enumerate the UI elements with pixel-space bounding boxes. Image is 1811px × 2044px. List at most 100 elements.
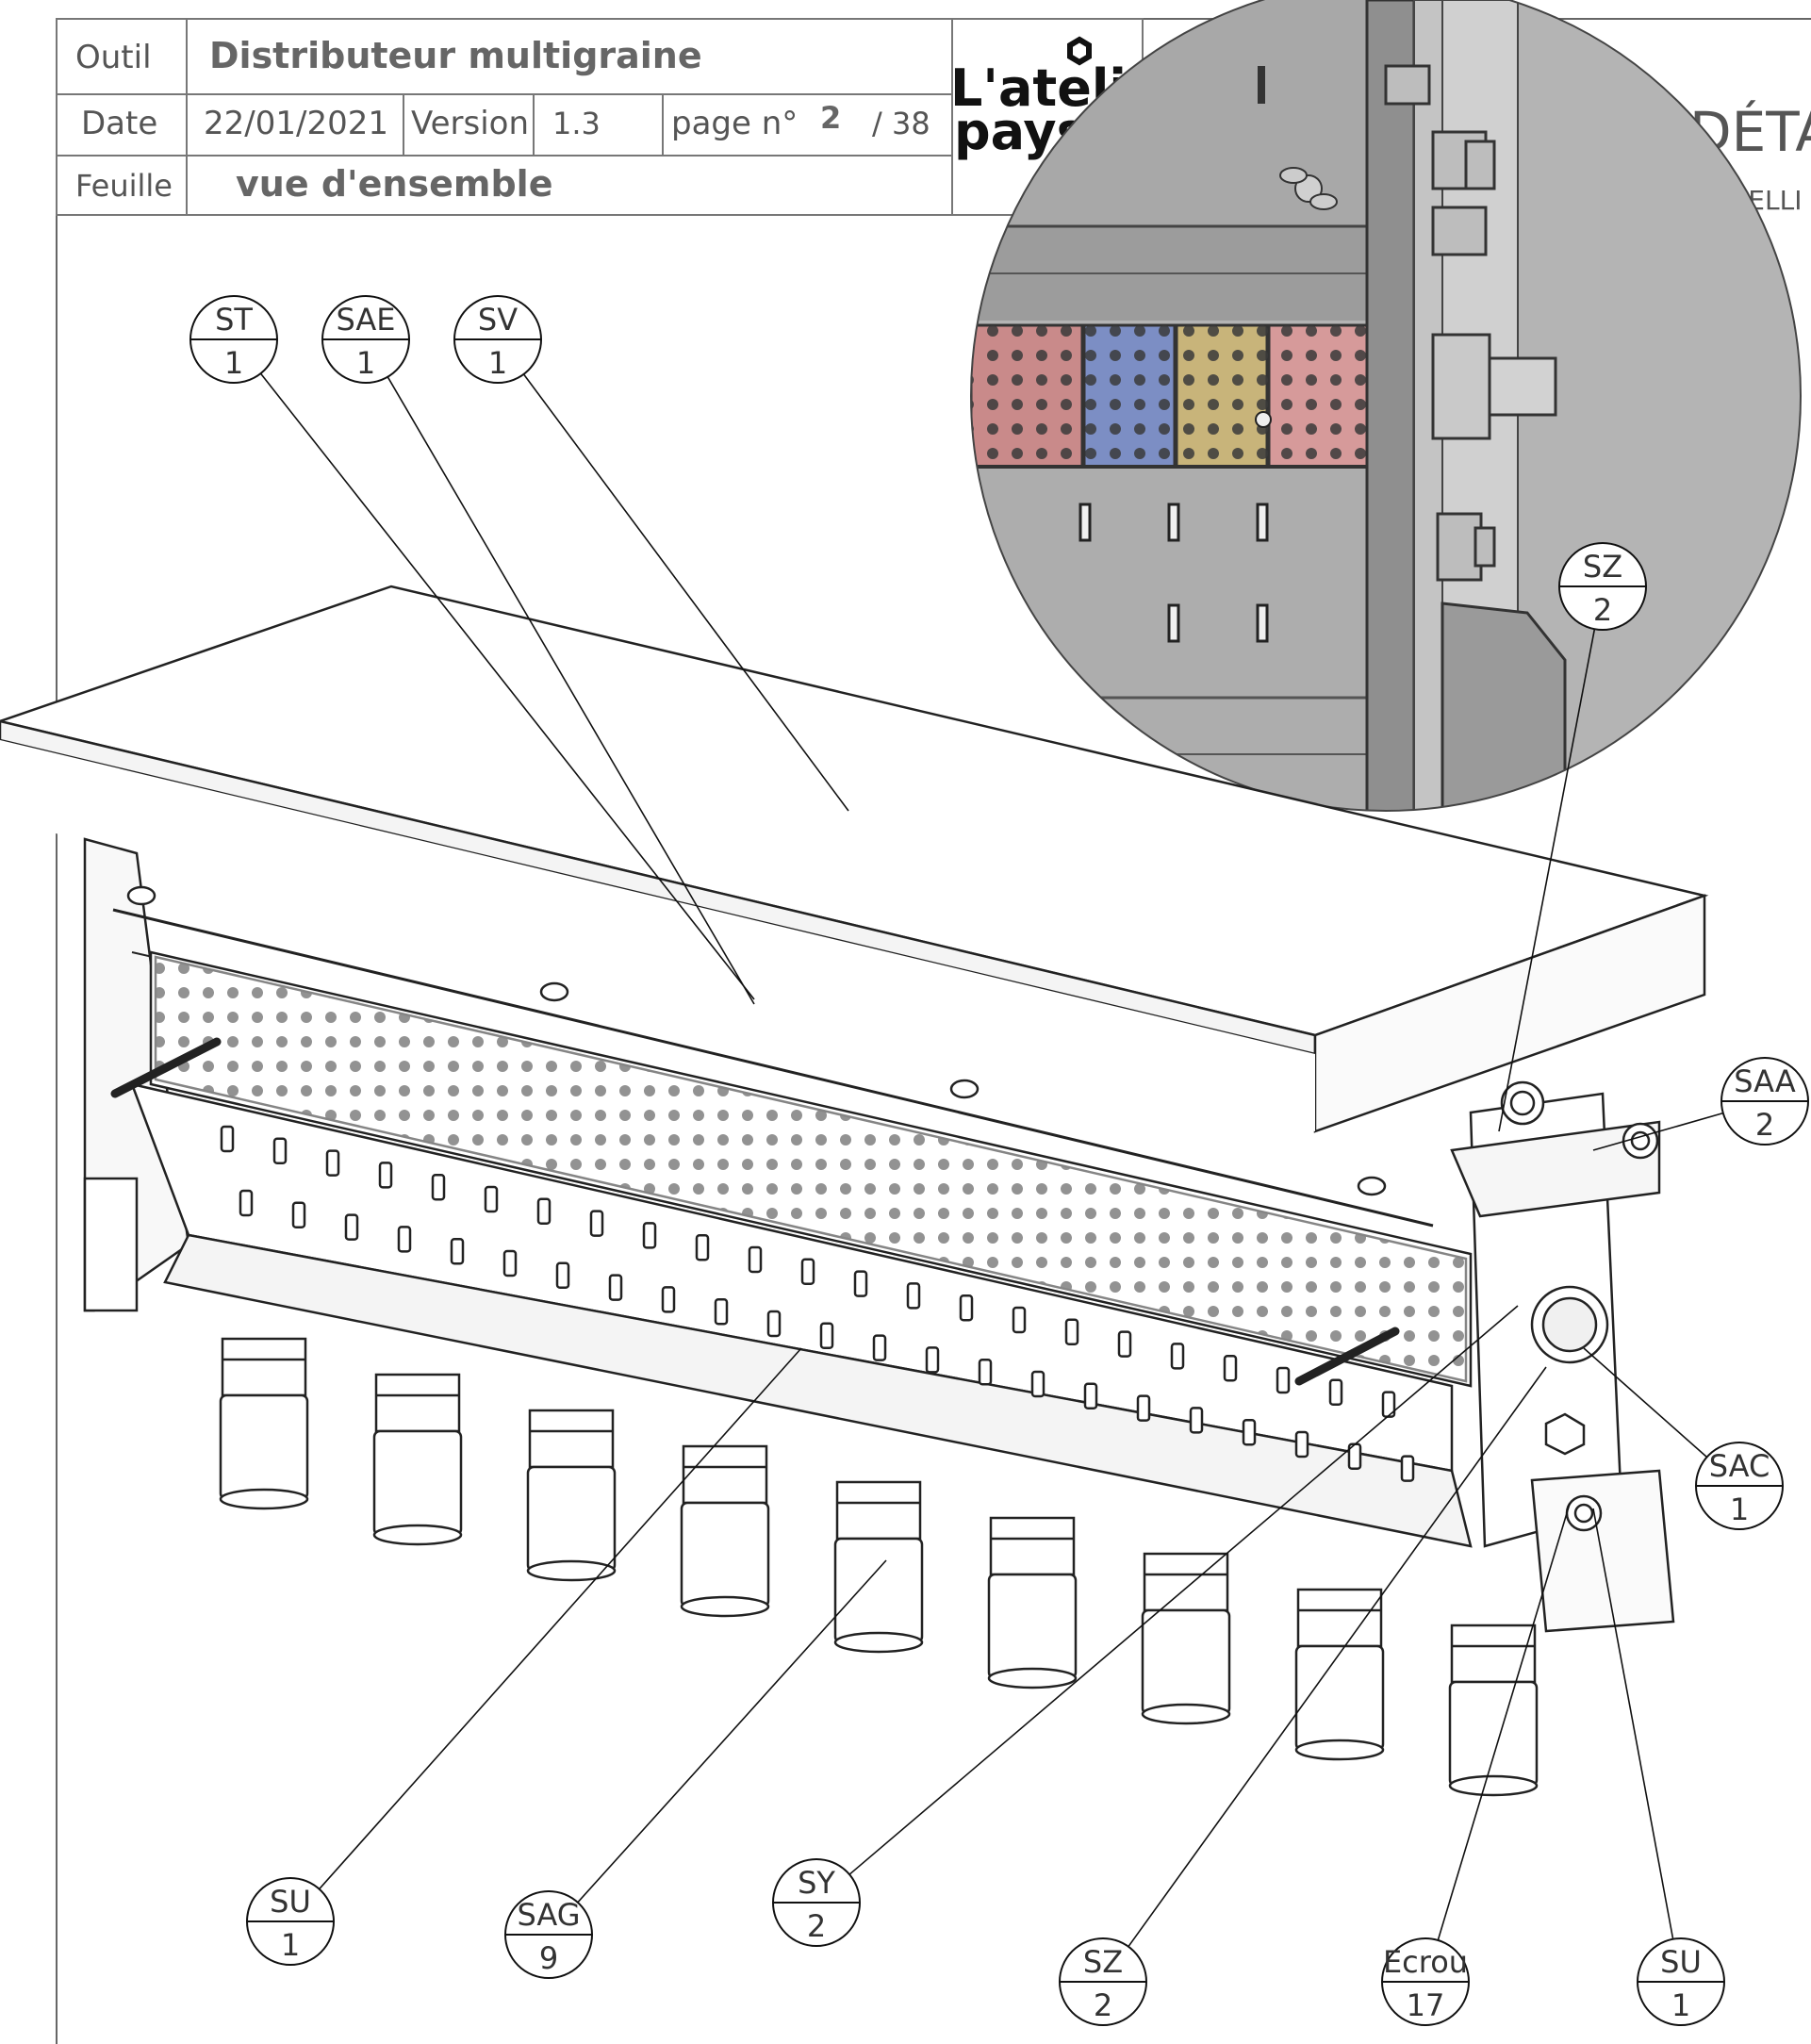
apron-slot xyxy=(1136,1394,1151,1422)
leader-line xyxy=(1592,1112,1723,1151)
apron-slot xyxy=(1030,1370,1045,1398)
balloon-quantity: 2 xyxy=(1094,1987,1112,2023)
apron-slot xyxy=(819,1322,834,1350)
balloon-reference: SAG xyxy=(517,1897,580,1933)
leader-line xyxy=(387,376,755,1005)
apron-slot xyxy=(925,1346,940,1374)
seed-tubes xyxy=(219,1337,1539,1797)
apron-slot xyxy=(502,1249,518,1278)
leader-line xyxy=(1128,1366,1547,1948)
distributor-assembly xyxy=(0,585,1709,1633)
page-label: page n° xyxy=(671,105,798,142)
apron-slot xyxy=(239,1189,254,1217)
apron-slot xyxy=(431,1173,446,1201)
date-label: Date xyxy=(81,105,157,142)
balloon-quantity: 9 xyxy=(539,1940,558,1976)
apron-slot xyxy=(800,1258,815,1286)
leader-line xyxy=(577,1559,887,1904)
apron-slot xyxy=(589,1210,604,1237)
balloon-reference: SZ xyxy=(1083,1944,1123,1980)
balloon-quantity: 1 xyxy=(1730,1492,1749,1527)
balloon-quantity: 2 xyxy=(1755,1107,1774,1143)
balloon-reference: SAC xyxy=(1709,1448,1770,1484)
leader-lines xyxy=(259,372,1723,1948)
part-balloon: SAE 1 xyxy=(321,295,410,384)
version-label: Version xyxy=(411,105,529,142)
apron-slots xyxy=(220,1125,1415,1482)
apron-slot xyxy=(291,1201,306,1229)
leader-line xyxy=(319,1347,802,1890)
balloon-reference: SU xyxy=(270,1884,311,1920)
balloon-quantity: 17 xyxy=(1407,1987,1445,2023)
apron-slot xyxy=(536,1197,552,1226)
seed-tube xyxy=(833,1480,924,1654)
apron-slot xyxy=(608,1274,623,1301)
leader-line xyxy=(1437,1503,1571,1941)
part-balloon: SZ2 xyxy=(1558,542,1647,631)
part-balloon: SY 2 xyxy=(772,1858,861,1947)
seed-tube xyxy=(1294,1588,1385,1761)
balloon-reference: ST xyxy=(215,302,253,338)
balloon-reference: SV xyxy=(478,302,518,338)
seed-tube xyxy=(987,1516,1078,1690)
apron-slot xyxy=(555,1261,570,1290)
apron-slot xyxy=(1012,1306,1027,1334)
leader-line xyxy=(1592,1508,1674,1939)
apron-slot xyxy=(766,1310,782,1338)
apron-slot xyxy=(642,1222,657,1249)
apron-slot xyxy=(1064,1318,1079,1346)
zoom-detail-view xyxy=(971,0,1801,811)
feuille-label: Feuille xyxy=(75,168,173,204)
leader-line xyxy=(259,372,755,1000)
apron-slot xyxy=(1400,1455,1415,1482)
outil-label: Outil xyxy=(75,39,152,76)
hexagon-nut-icon xyxy=(1067,36,1092,66)
part-balloon: SU1 xyxy=(246,1877,335,1966)
apron-slot xyxy=(661,1286,676,1313)
apron-slot xyxy=(378,1162,393,1189)
apron-slot xyxy=(959,1294,974,1322)
balloon-quantity: 1 xyxy=(1671,1987,1690,2023)
apron-slot xyxy=(484,1185,499,1213)
apron-slot xyxy=(1276,1366,1291,1394)
leader-line xyxy=(522,373,849,812)
balloon-reference: SAE xyxy=(336,302,395,338)
part-balloon: ST 1 xyxy=(189,295,278,384)
apron-slot xyxy=(1117,1330,1132,1358)
apron-slot xyxy=(450,1237,465,1265)
balloon-quantity: 1 xyxy=(224,345,243,381)
part-balloon: SV 1 xyxy=(453,295,542,384)
apron-slot xyxy=(695,1233,710,1261)
balloon-quantity: 1 xyxy=(356,345,375,381)
date-value: 22/01/2021 xyxy=(204,105,388,142)
apron-slot xyxy=(872,1334,887,1361)
apron-slot xyxy=(1223,1354,1238,1382)
balloon-quantity: 1 xyxy=(488,345,507,381)
leader-line xyxy=(1583,1347,1708,1459)
outil-value: Distributeur multigraine xyxy=(209,35,702,76)
balloon-reference: SY xyxy=(798,1865,835,1901)
balloon-reference: SU xyxy=(1660,1944,1702,1980)
seed-tube xyxy=(680,1444,770,1618)
apron-slot xyxy=(272,1137,288,1165)
seed-tube xyxy=(1448,1624,1539,1797)
page-total: / 38 xyxy=(872,106,930,141)
apron-slot xyxy=(1294,1430,1309,1459)
apron-slot xyxy=(1189,1407,1204,1434)
balloon-quantity: 2 xyxy=(807,1908,826,1944)
seed-tube xyxy=(219,1337,309,1510)
seed-tube xyxy=(1141,1552,1231,1725)
feuille-value: vue d'ensemble xyxy=(236,163,552,205)
apron-slot xyxy=(714,1297,729,1326)
apron-slot xyxy=(1170,1343,1185,1370)
leader-line xyxy=(848,1305,1519,1875)
apron-slot xyxy=(220,1125,235,1153)
apron-slot xyxy=(978,1358,993,1386)
balloon-reference: SZ xyxy=(1583,549,1622,585)
part-balloon: SAC 1 xyxy=(1695,1442,1784,1530)
version-value: 1.3 xyxy=(552,106,601,141)
seed-tube xyxy=(526,1409,617,1582)
